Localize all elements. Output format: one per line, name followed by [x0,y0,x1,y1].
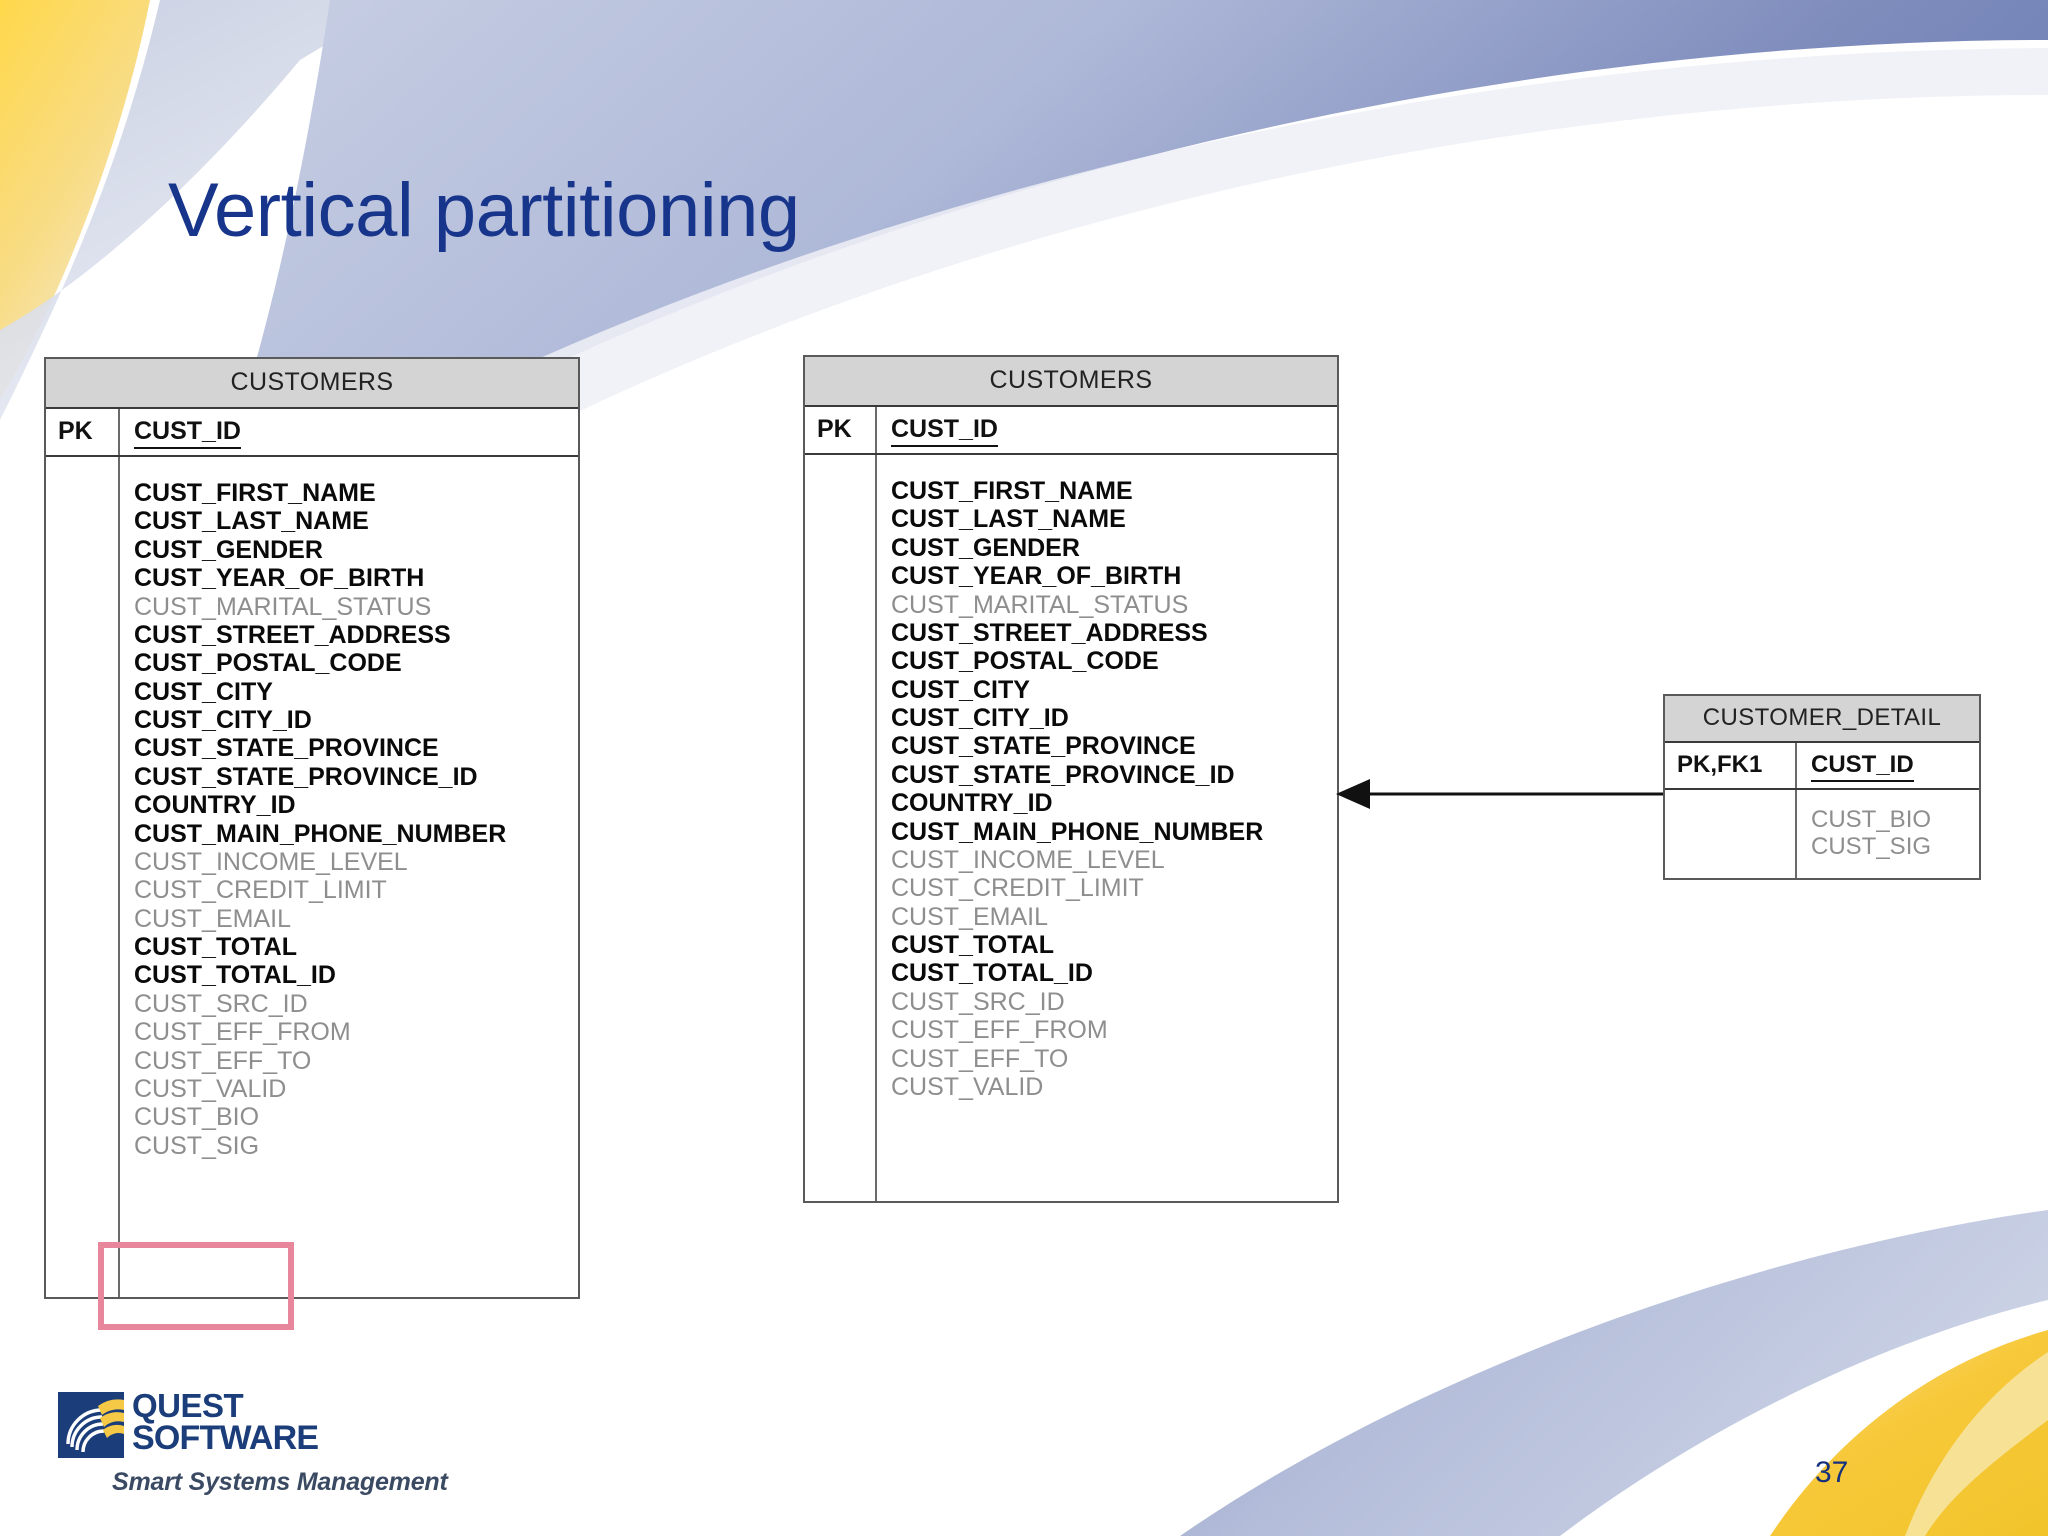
er-column: CUST_BIO [1811,806,1932,833]
er-column: CUST_TOTAL_ID [134,961,336,990]
er-column: CUST_EMAIL [134,904,291,933]
logo-wordmark: QUEST SOFTWARE [132,1387,319,1457]
er-column: CUST_MARITAL_STATUS [891,590,1189,619]
logo-tagline: Smart Systems Management [112,1468,448,1496]
er-column: COUNTRY_ID [134,791,296,820]
er-column: CUST_TOTAL [891,931,1054,959]
er-column: CUST_EFF_TO [134,1046,312,1075]
er-column: CUST_EFF_TO [891,1044,1069,1073]
er-key-row: PK CUST_ID [46,409,578,457]
er-key-column: CUST_ID [1797,743,1979,788]
er-table-title: CUSTOMERS [805,357,1337,407]
er-column: CUST_POSTAL_CODE [134,649,402,678]
logo-line-software: SOFTWARE [132,1419,319,1457]
er-key-row: PK,FK1 CUST_ID [1665,743,1979,790]
er-column: CUST_YEAR_OF_BIRTH [134,564,425,593]
er-column: CUST_FIRST_NAME [134,479,376,507]
er-column: CUST_SIG [134,1131,260,1160]
er-column: CUST_YEAR_OF_BIRTH [891,562,1182,591]
er-column: CUST_MARITAL_STATUS [134,592,432,621]
foreign-key-arrow-icon [1336,779,1666,809]
er-column: CUST_EMAIL [891,902,1048,931]
er-gutter [46,457,120,1297]
er-column: CUST_STATE_PROVINCE [891,732,1196,761]
er-key-column: CUST_ID [877,407,1337,453]
er-key-label: PK [46,409,120,455]
er-gutter [1665,790,1797,878]
er-column: CUST_STATE_PROVINCE [134,734,439,763]
er-column: CUST_TOTAL_ID [891,959,1093,988]
er-column: CUST_LAST_NAME [134,507,369,536]
er-column: CUST_EFF_FROM [891,1016,1108,1045]
er-table-title: CUSTOMER_DETAIL [1665,696,1979,743]
er-column: CUST_STREET_ADDRESS [891,618,1208,647]
page-title: Vertical partitioning [168,168,800,253]
er-column: CUST_POSTAL_CODE [891,647,1159,676]
quest-software-logo: QUEST SOFTWARE Smart Systems Management [58,1387,448,1496]
logo-line-quest: QUEST [132,1387,244,1424]
er-column: CUST_CITY_ID [891,704,1069,732]
er-column: CUST_INCOME_LEVEL [891,845,1165,874]
er-column: CUST_INCOME_LEVEL [134,847,408,876]
highlight-rectangle [98,1242,294,1330]
er-column: CUST_STATE_PROVINCE_ID [891,760,1235,789]
er-key-row: PK CUST_ID [805,407,1337,455]
er-column: CUST_BIO [134,1103,260,1132]
er-column: CUST_CITY_ID [134,706,312,734]
er-gutter [805,455,877,1201]
page-number: 37 [1815,1456,1849,1489]
er-column: CUST_CITY [891,675,1030,704]
er-column: CUST_GENDER [891,533,1080,562]
er-column: CUST_SRC_ID [134,989,308,1018]
er-column: CUST_VALID [891,1072,1044,1101]
er-key-column-text: CUST_ID [1811,751,1914,782]
er-key-column-text: CUST_ID [134,417,241,449]
er-column: CUST_CITY [134,677,273,706]
er-key-column: CUST_ID [120,409,578,455]
er-column: CUST_MAIN_PHONE_NUMBER [891,817,1264,846]
er-column: CUST_SRC_ID [891,987,1065,1016]
er-column: COUNTRY_ID [891,789,1053,818]
er-key-column-text: CUST_ID [891,415,998,447]
er-column: CUST_VALID [134,1074,287,1103]
er-column: CUST_FIRST_NAME [891,477,1133,505]
er-column: CUST_EFF_FROM [134,1018,351,1047]
er-key-label: PK,FK1 [1665,743,1797,788]
er-column: CUST_STATE_PROVINCE_ID [134,762,478,791]
er-column: CUST_STREET_ADDRESS [134,620,451,649]
er-table-title: CUSTOMERS [46,359,578,409]
er-column: CUST_TOTAL [134,933,297,961]
er-column: CUST_SIG [1811,833,1932,861]
er-key-label: PK [805,407,877,453]
er-column: CUST_CREDIT_LIMIT [134,876,387,905]
quest-swoosh-mark-icon [58,1392,124,1458]
er-column: CUST_LAST_NAME [891,505,1126,534]
er-column: CUST_GENDER [134,535,323,564]
swoosh-arcs-icon [58,1392,124,1458]
er-column: CUST_CREDIT_LIMIT [891,874,1144,903]
er-column: CUST_MAIN_PHONE_NUMBER [134,819,507,848]
